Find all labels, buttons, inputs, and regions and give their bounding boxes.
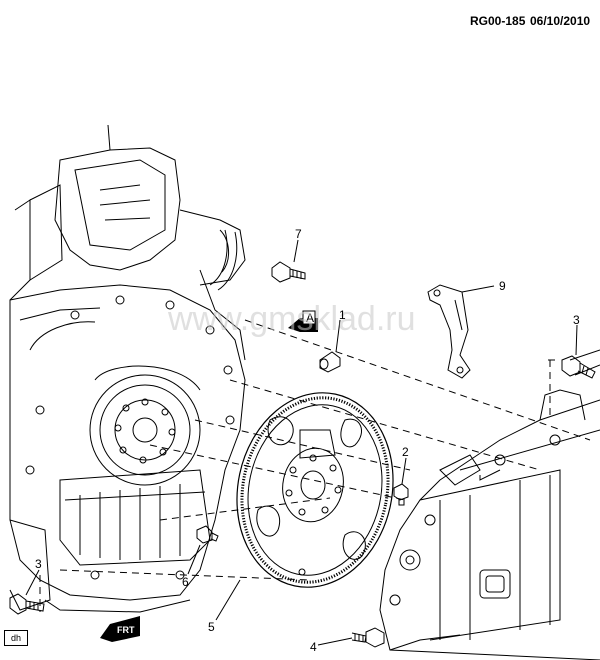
dowel-1 (319, 351, 341, 373)
view-a-marker: A (288, 310, 318, 332)
bolt-3-lower (9, 593, 45, 615)
engine-block (9, 124, 246, 613)
alignment-lines (39, 319, 591, 612)
figure-date: 06/10/2010 (530, 14, 591, 28)
bolt-2 (393, 483, 409, 506)
front-arrow-label: FRT (117, 625, 135, 635)
callout-7: 7 (295, 227, 302, 241)
front-arrow-icon: FRT (100, 616, 140, 642)
callout-9: 9 (499, 279, 506, 293)
callout-3-upper: 3 (573, 313, 580, 327)
flywheel (236, 392, 394, 588)
bracket-9 (427, 284, 471, 379)
callout-labels: 7 1 9 3 2 6 5 3 4 (35, 227, 580, 654)
bolt-7 (271, 261, 306, 283)
leader-lines (25, 239, 578, 646)
watermark: www.gmsklad.ru (167, 300, 416, 338)
callout-6: 6 (182, 575, 189, 589)
corner-tag: dh (4, 630, 28, 646)
bolt-3-upper (561, 355, 596, 379)
transmission-housing (379, 349, 600, 660)
view-a-label: A (306, 311, 314, 325)
callout-2: 2 (402, 445, 409, 459)
callout-5: 5 (208, 620, 215, 634)
callout-4: 4 (310, 640, 317, 654)
bolt-4 (351, 627, 385, 648)
callout-3-lower: 3 (35, 557, 42, 571)
callout-1: 1 (339, 308, 346, 322)
bolt-6 (196, 525, 219, 544)
figure-code: RG00-185 (470, 14, 526, 28)
